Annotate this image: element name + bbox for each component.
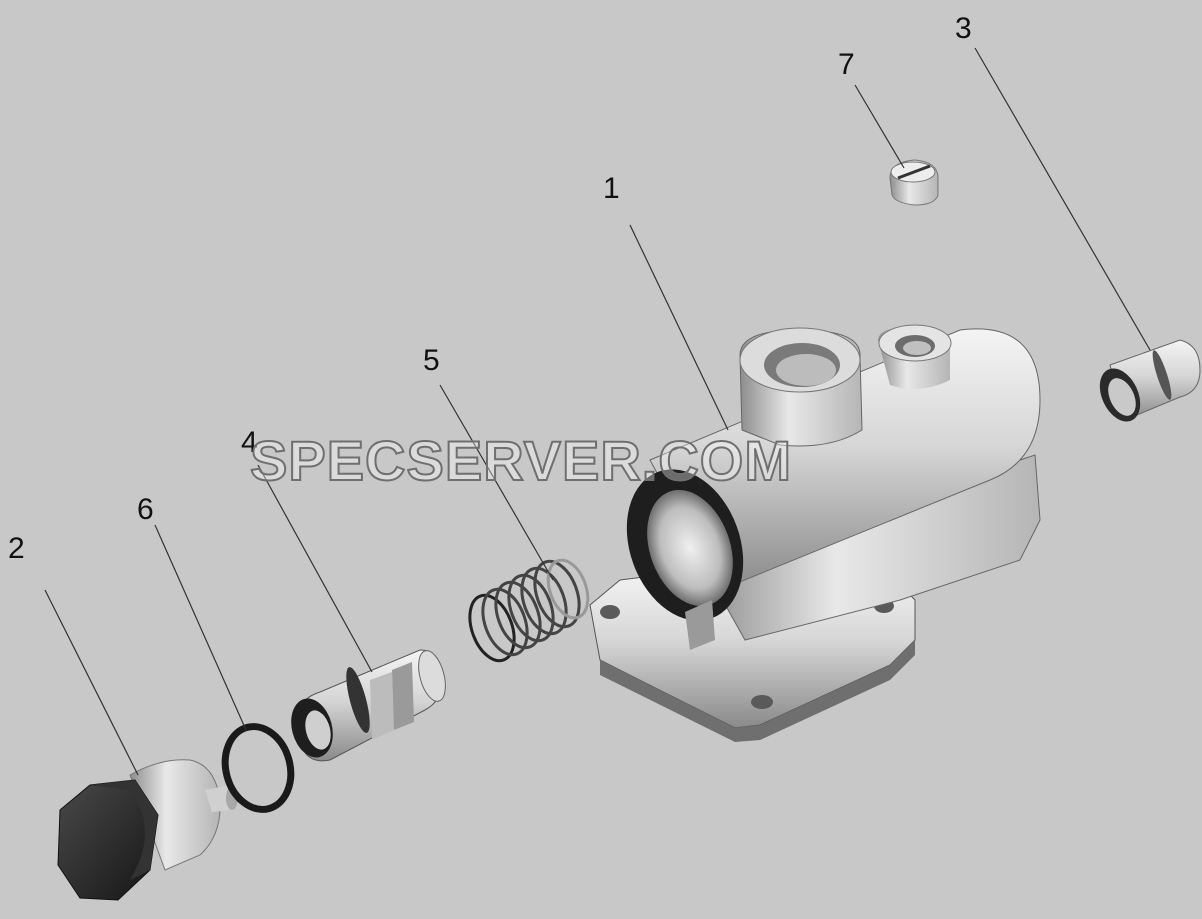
leader-2	[44, 589, 139, 776]
set-screw-icon	[889, 159, 939, 206]
o-ring-icon	[221, 723, 295, 813]
leader-7	[854, 84, 905, 169]
callout-7: 7	[838, 48, 855, 81]
coil-spring-icon	[468, 558, 590, 663]
leader-1	[629, 224, 729, 431]
leader-6	[154, 524, 247, 731]
valve-housing-icon	[589, 324, 1041, 742]
bushing-icon	[1099, 339, 1201, 422]
callout-1: 1	[603, 172, 620, 205]
leader-4	[257, 464, 373, 673]
watermark: SPECSERVER.COM	[250, 429, 792, 492]
valve-spool-icon	[291, 649, 446, 762]
callout-5: 5	[423, 344, 440, 377]
leader-lines	[44, 47, 1151, 776]
hex-plug-icon	[57, 759, 238, 901]
callout-2: 2	[8, 532, 25, 565]
callout-3: 3	[955, 12, 972, 45]
leader-3	[974, 47, 1151, 351]
callout-4: 4	[241, 426, 258, 459]
callout-6: 6	[137, 493, 154, 526]
leader-5	[439, 384, 554, 581]
callout-labels: 1 2 3 4 5 6 7	[8, 12, 972, 565]
